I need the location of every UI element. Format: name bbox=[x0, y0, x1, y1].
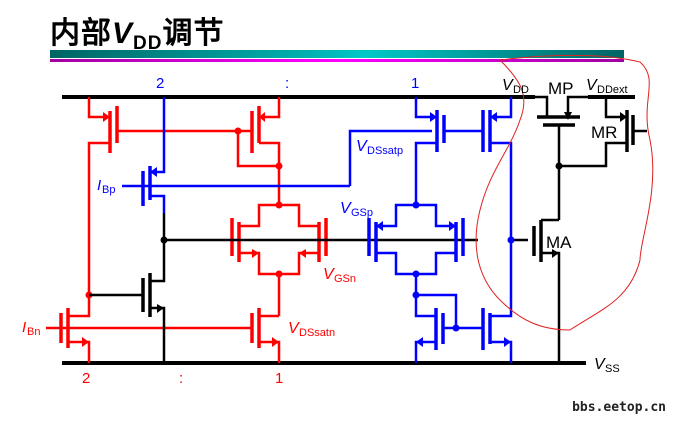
svg-text:V: V bbox=[356, 138, 368, 155]
output-arrows bbox=[552, 112, 627, 258]
svg-text:V: V bbox=[323, 266, 335, 283]
watermark: bbs.eetop.cn bbox=[572, 400, 666, 415]
bottom-ratio-2: 2 bbox=[82, 370, 90, 387]
svg-text:SS: SS bbox=[605, 363, 620, 375]
title-prefix: 内部 bbox=[50, 16, 112, 51]
svg-text:I: I bbox=[97, 177, 101, 194]
svg-text:I: I bbox=[22, 319, 26, 336]
top-ratio-colon: : bbox=[285, 75, 289, 92]
title-underline-magenta bbox=[50, 59, 624, 62]
red-bias-network bbox=[46, 97, 328, 363]
svg-text:DD: DD bbox=[513, 84, 529, 96]
svg-text:Bn: Bn bbox=[27, 326, 40, 338]
red-arrows bbox=[82, 112, 306, 347]
black-junction bbox=[160, 236, 168, 244]
black-arrow bbox=[157, 304, 164, 313]
bottom-ratio-1: 1 bbox=[275, 370, 283, 387]
top-ratio-2: 2 bbox=[156, 75, 164, 92]
ma-label: MA bbox=[546, 233, 572, 252]
svg-text:DDext: DDext bbox=[597, 84, 628, 96]
svg-text:V: V bbox=[586, 77, 598, 94]
svg-text:V: V bbox=[288, 320, 300, 337]
svg-text:Bp: Bp bbox=[102, 184, 115, 196]
bottom-ratio-colon: : bbox=[179, 370, 183, 387]
red-junction-dots bbox=[85, 127, 283, 299]
blue-bias-network bbox=[122, 97, 528, 363]
top-ratio-1: 1 bbox=[411, 75, 419, 92]
svg-text:V: V bbox=[340, 200, 352, 217]
output-stage bbox=[532, 95, 647, 363]
title-suffix: 调节 bbox=[162, 16, 225, 51]
svg-text:V: V bbox=[594, 356, 606, 373]
title-sub: DD bbox=[133, 33, 163, 54]
black-signal-path bbox=[89, 213, 478, 363]
title-underline-teal bbox=[50, 50, 624, 58]
svg-text:DSsatn: DSsatn bbox=[299, 327, 335, 339]
svg-text:V: V bbox=[502, 77, 514, 94]
slide-title: 内部VDD调节 bbox=[50, 8, 224, 55]
svg-text:GSn: GSn bbox=[334, 273, 356, 285]
blue-arrows bbox=[150, 112, 511, 347]
title-v: V bbox=[112, 17, 134, 50]
blue-junction-dots bbox=[412, 201, 515, 332]
mp-label: MP bbox=[548, 79, 574, 98]
svg-text:GSp: GSp bbox=[351, 207, 373, 219]
hand-drawn-circle-annotation bbox=[475, 54, 654, 331]
svg-text:DSsatp: DSsatp bbox=[367, 145, 403, 157]
mr-label: MR bbox=[591, 123, 617, 142]
